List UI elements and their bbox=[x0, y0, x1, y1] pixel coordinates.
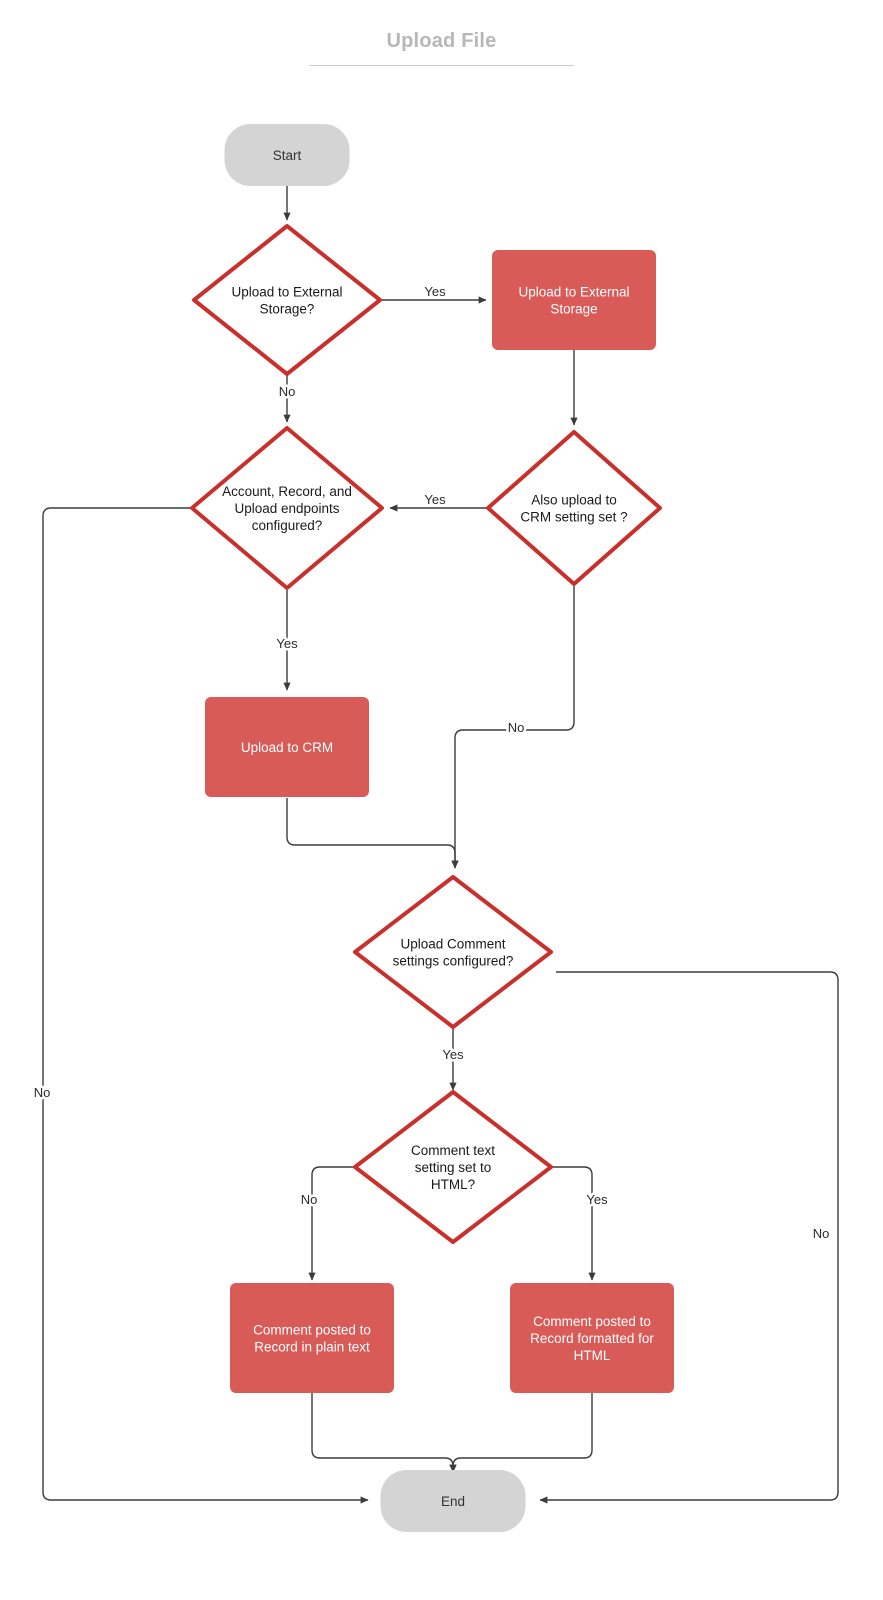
page-title: Upload File bbox=[386, 30, 497, 52]
edge-label-comment-settings-yes: Yes bbox=[442, 1047, 464, 1062]
edge-crm-setting-no bbox=[451, 586, 575, 869]
edge-label-halo: No bbox=[813, 1226, 830, 1241]
edge-label-endpoints-yes: Yes bbox=[276, 636, 298, 651]
node-end[interactable]: End bbox=[380, 1470, 526, 1532]
edge-label-comment-settings-no: No bbox=[813, 1226, 830, 1241]
node-upload-to-crm[interactable]: Upload to CRM bbox=[205, 697, 369, 797]
edge-label-endpoints-no: No bbox=[34, 1085, 51, 1100]
edge-endpoints-no bbox=[42, 507, 369, 1504]
decision-diamond bbox=[353, 875, 553, 1029]
edge-label-crm-setting-no: No bbox=[508, 720, 525, 735]
edge-label-halo: Yes bbox=[424, 492, 446, 507]
node-label-start: Start bbox=[273, 148, 302, 163]
edge-label-halo: Yes bbox=[424, 284, 446, 299]
node-start[interactable]: Start bbox=[224, 124, 350, 186]
edge-plain-text-to-end bbox=[311, 1393, 457, 1473]
diagram-title-block: Upload File bbox=[0, 30, 883, 66]
decision-diamond bbox=[190, 426, 384, 590]
process-box bbox=[230, 1283, 394, 1393]
edge-label-comment-html-yes: Yes bbox=[586, 1192, 608, 1207]
edge-label-external-yes: Yes bbox=[424, 284, 446, 299]
edge-labels-layer: YesYesNoNoYesYesNoNoYesYesNoNoNoNoYesYes… bbox=[31, 282, 832, 1244]
edges-layer bbox=[42, 186, 839, 1504]
edge-comment-html-no bbox=[308, 1166, 358, 1281]
edge-label-halo: No bbox=[508, 720, 525, 735]
title-divider bbox=[309, 65, 574, 66]
edge-crm-to-comment-decision bbox=[286, 798, 459, 869]
edge-label-halo: No bbox=[301, 1192, 318, 1207]
node-label-end: End bbox=[441, 1494, 465, 1509]
process-box bbox=[492, 250, 656, 350]
terminal-shape bbox=[380, 1470, 526, 1532]
node-label-upload-to-crm: Upload to CRM bbox=[241, 740, 333, 755]
process-box bbox=[510, 1283, 674, 1393]
edge-comment-html-yes bbox=[549, 1166, 596, 1281]
edge-label-halo: No bbox=[34, 1085, 51, 1100]
edge-label-comment-html-no: No bbox=[301, 1192, 318, 1207]
decision-diamond bbox=[353, 1090, 553, 1244]
terminal-shape bbox=[224, 124, 350, 186]
edge-label-halo: Yes bbox=[442, 1047, 464, 1062]
edge-comment-settings-no bbox=[539, 971, 839, 1504]
decision-diamond bbox=[192, 224, 382, 376]
edge-label-halo: Yes bbox=[586, 1192, 608, 1207]
edge-label-halo: Yes bbox=[276, 636, 298, 651]
process-box bbox=[205, 697, 369, 797]
edge-label-external-no: No bbox=[279, 384, 296, 399]
edge-label-halo: No bbox=[279, 384, 296, 399]
edge-html-to-end bbox=[449, 1393, 593, 1473]
edge-label-crm-setting-yes: Yes bbox=[424, 492, 446, 507]
decision-diamond bbox=[486, 430, 662, 586]
